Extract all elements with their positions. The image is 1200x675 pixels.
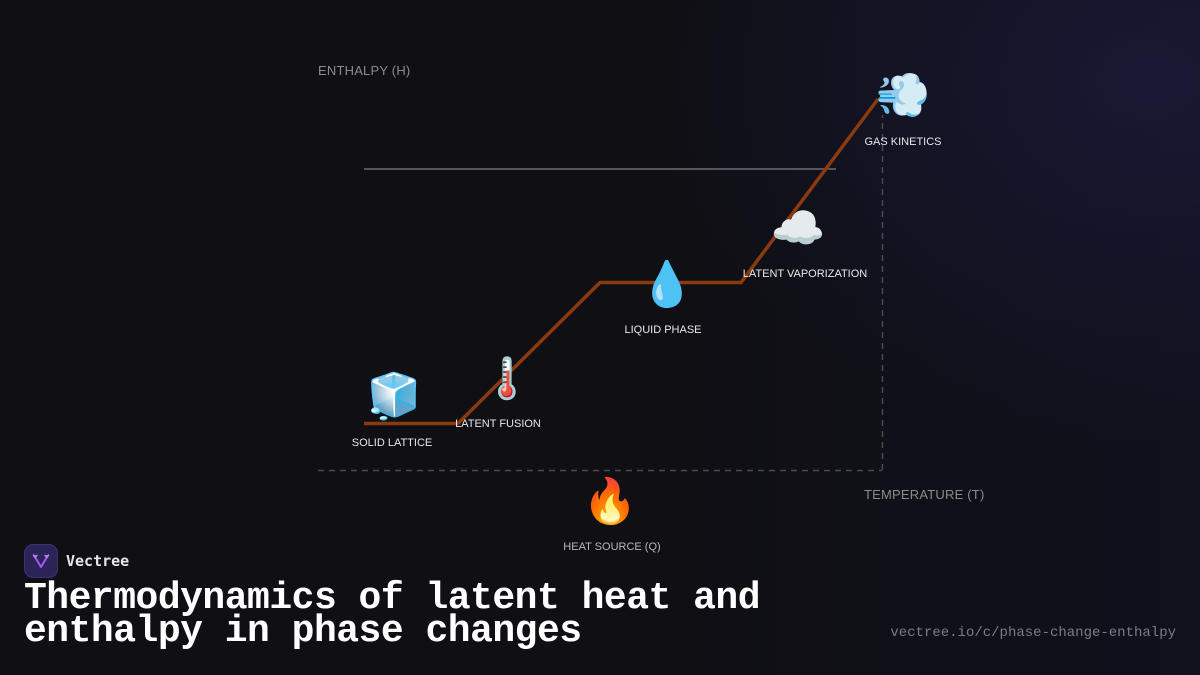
node-label-vaporization: LATENT VAPORIZATION <box>742 268 868 280</box>
source-url: vectree.io/c/phase-change-enthalpy <box>890 625 1176 641</box>
brand-name: Vectree <box>66 552 130 570</box>
node-label-fusion: LATENT FUSION <box>455 418 541 430</box>
node-label-solid: SOLID LATTICE <box>351 437 433 449</box>
page-title: Thermodynamics of latent heat and enthal… <box>24 577 761 653</box>
ice-cube-icon: 🧊 <box>366 371 422 422</box>
thermometer-icon: 🌡️ <box>482 356 532 402</box>
y-axis-label: ENTHALPY (H) <box>318 63 411 78</box>
droplet-icon: 💧 <box>639 259 695 310</box>
x-axis-label: TEMPERATURE (T) <box>864 487 985 502</box>
fire-icon: 🔥 <box>582 476 638 527</box>
node-label-liquid: LIQUID PHASE <box>624 324 702 336</box>
heating-curve <box>364 97 880 426</box>
vectree-logo-icon <box>24 544 58 578</box>
cloud-icon: ☁️ <box>770 203 826 254</box>
node-label-heat: HEAT SOURCE (Q) <box>563 541 661 553</box>
node-label-gas: GAS KINETICS <box>864 136 942 148</box>
brand: Vectree <box>24 544 129 578</box>
dashing-away-icon: 💨 <box>875 70 931 121</box>
